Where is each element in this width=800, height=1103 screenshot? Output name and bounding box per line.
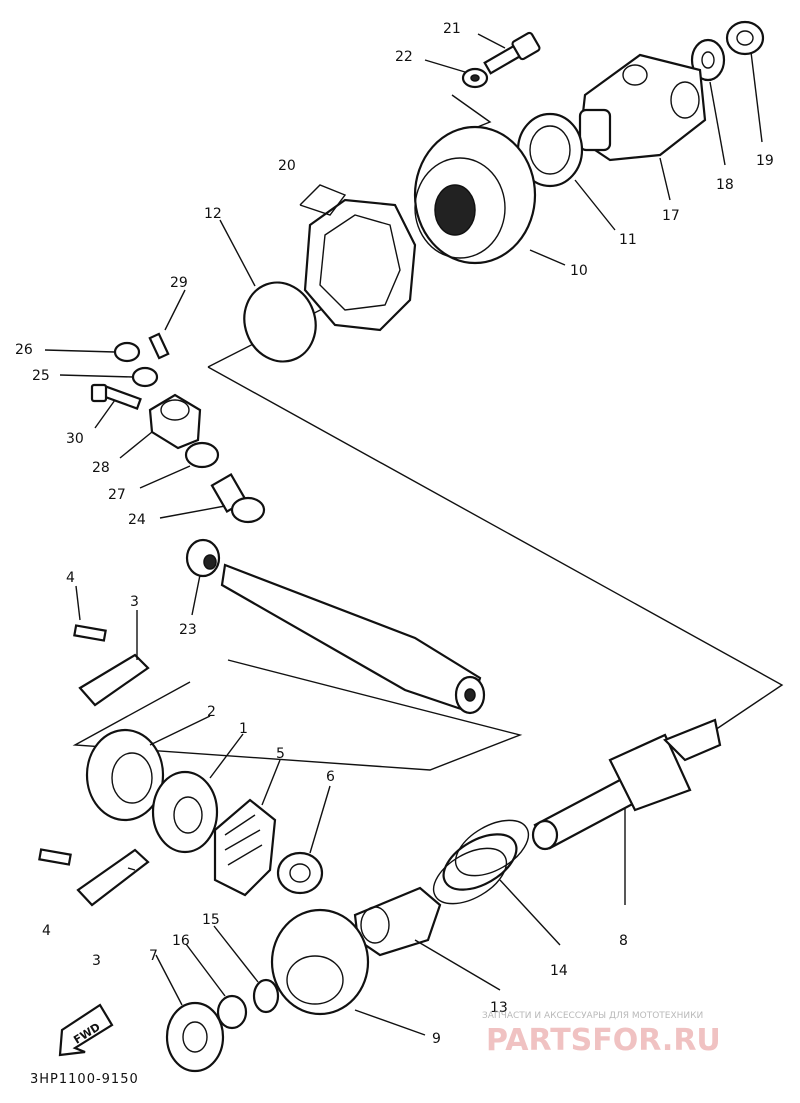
part-3-plate-upper <box>78 653 150 707</box>
label-4-lower: 4 <box>42 923 51 939</box>
part-12-o-ring <box>243 281 317 363</box>
part-8-drive-shaft <box>531 718 722 851</box>
watermark-brand: PARTSFOR.RU <box>486 1023 721 1058</box>
label-2: 2 <box>207 704 216 720</box>
label-28: 28 <box>92 460 110 476</box>
part-25-washer <box>131 366 159 388</box>
label-21: 21 <box>443 21 461 37</box>
part-4-bolt-lower <box>38 848 72 866</box>
watermark-tagline: ЗАПЧАСТИ И АКСЕССУАРЫ ДЛЯ МОТОТЕХНИКИ <box>482 1011 703 1021</box>
part-22-washer <box>461 67 489 89</box>
part-26-washer <box>113 341 141 363</box>
part-17-universal-joint-yoke <box>578 53 707 162</box>
part-20-gasket <box>303 198 417 332</box>
label-18: 18 <box>716 177 734 193</box>
part-19-nut <box>725 20 765 56</box>
diagram-reference-code: 3HP1100-9150 <box>30 1072 139 1087</box>
part-1-shim <box>151 770 219 854</box>
label-23: 23 <box>179 622 197 638</box>
part-20-leader <box>299 184 347 216</box>
part-9-ring-gear <box>270 908 370 1016</box>
label-29: 29 <box>170 275 188 291</box>
part-28-speedometer-housing <box>148 393 202 450</box>
label-4-upper: 4 <box>66 570 75 586</box>
part-11-oil-seal <box>516 112 584 188</box>
part-7-bearing <box>165 1001 225 1073</box>
label-9: 9 <box>432 1031 441 1047</box>
label-26: 26 <box>15 342 33 358</box>
part-14-spring <box>432 819 530 905</box>
part-29-screw <box>148 332 170 360</box>
part-4-bolt-upper <box>73 624 107 642</box>
part-23-drive-gear <box>185 538 221 578</box>
label-leaders <box>44 33 763 1036</box>
label-20: 20 <box>278 158 296 174</box>
label-6: 6 <box>326 769 335 785</box>
label-10: 10 <box>570 263 588 279</box>
label-30: 30 <box>66 431 84 447</box>
part-30-bolt <box>90 383 142 410</box>
label-5: 5 <box>276 746 285 762</box>
label-8: 8 <box>619 933 628 949</box>
part-16-collar <box>216 994 248 1030</box>
label-3-upper: 3 <box>130 594 139 610</box>
part-24-speedometer-gear <box>210 473 266 524</box>
assembly-boundary-line <box>207 366 784 731</box>
label-25: 25 <box>32 368 50 384</box>
label-3-lower: 3 <box>92 953 101 969</box>
part-13-coupling-gear <box>353 886 442 957</box>
assembly-boundary-line <box>72 659 523 771</box>
part-6-nut <box>276 851 324 895</box>
part-27-o-ring <box>184 441 220 469</box>
label-15: 15 <box>202 912 220 928</box>
label-1: 1 <box>239 721 248 737</box>
assembly-boundary-line <box>451 94 492 131</box>
part-5-pinion-gear <box>213 798 277 897</box>
part-3-plate-lower <box>76 848 150 907</box>
middle-drive-shaft <box>220 563 486 715</box>
label-19: 19 <box>756 153 774 169</box>
part-10-bearing-housing <box>413 125 537 265</box>
label-11: 11 <box>619 232 637 248</box>
part-2-bearing <box>85 728 165 822</box>
label-12: 12 <box>204 206 222 222</box>
label-17: 17 <box>662 208 680 224</box>
fwd-arrow-icon <box>58 1003 114 1057</box>
part-21-bolt <box>483 31 541 75</box>
label-22: 22 <box>395 49 413 65</box>
label-14: 14 <box>550 963 568 979</box>
label-7: 7 <box>149 948 158 964</box>
label-27: 27 <box>108 487 126 503</box>
part-15-washer <box>252 978 280 1014</box>
label-13: 13 <box>490 1000 508 1016</box>
label-24: 24 <box>128 512 146 528</box>
label-16: 16 <box>172 933 190 949</box>
